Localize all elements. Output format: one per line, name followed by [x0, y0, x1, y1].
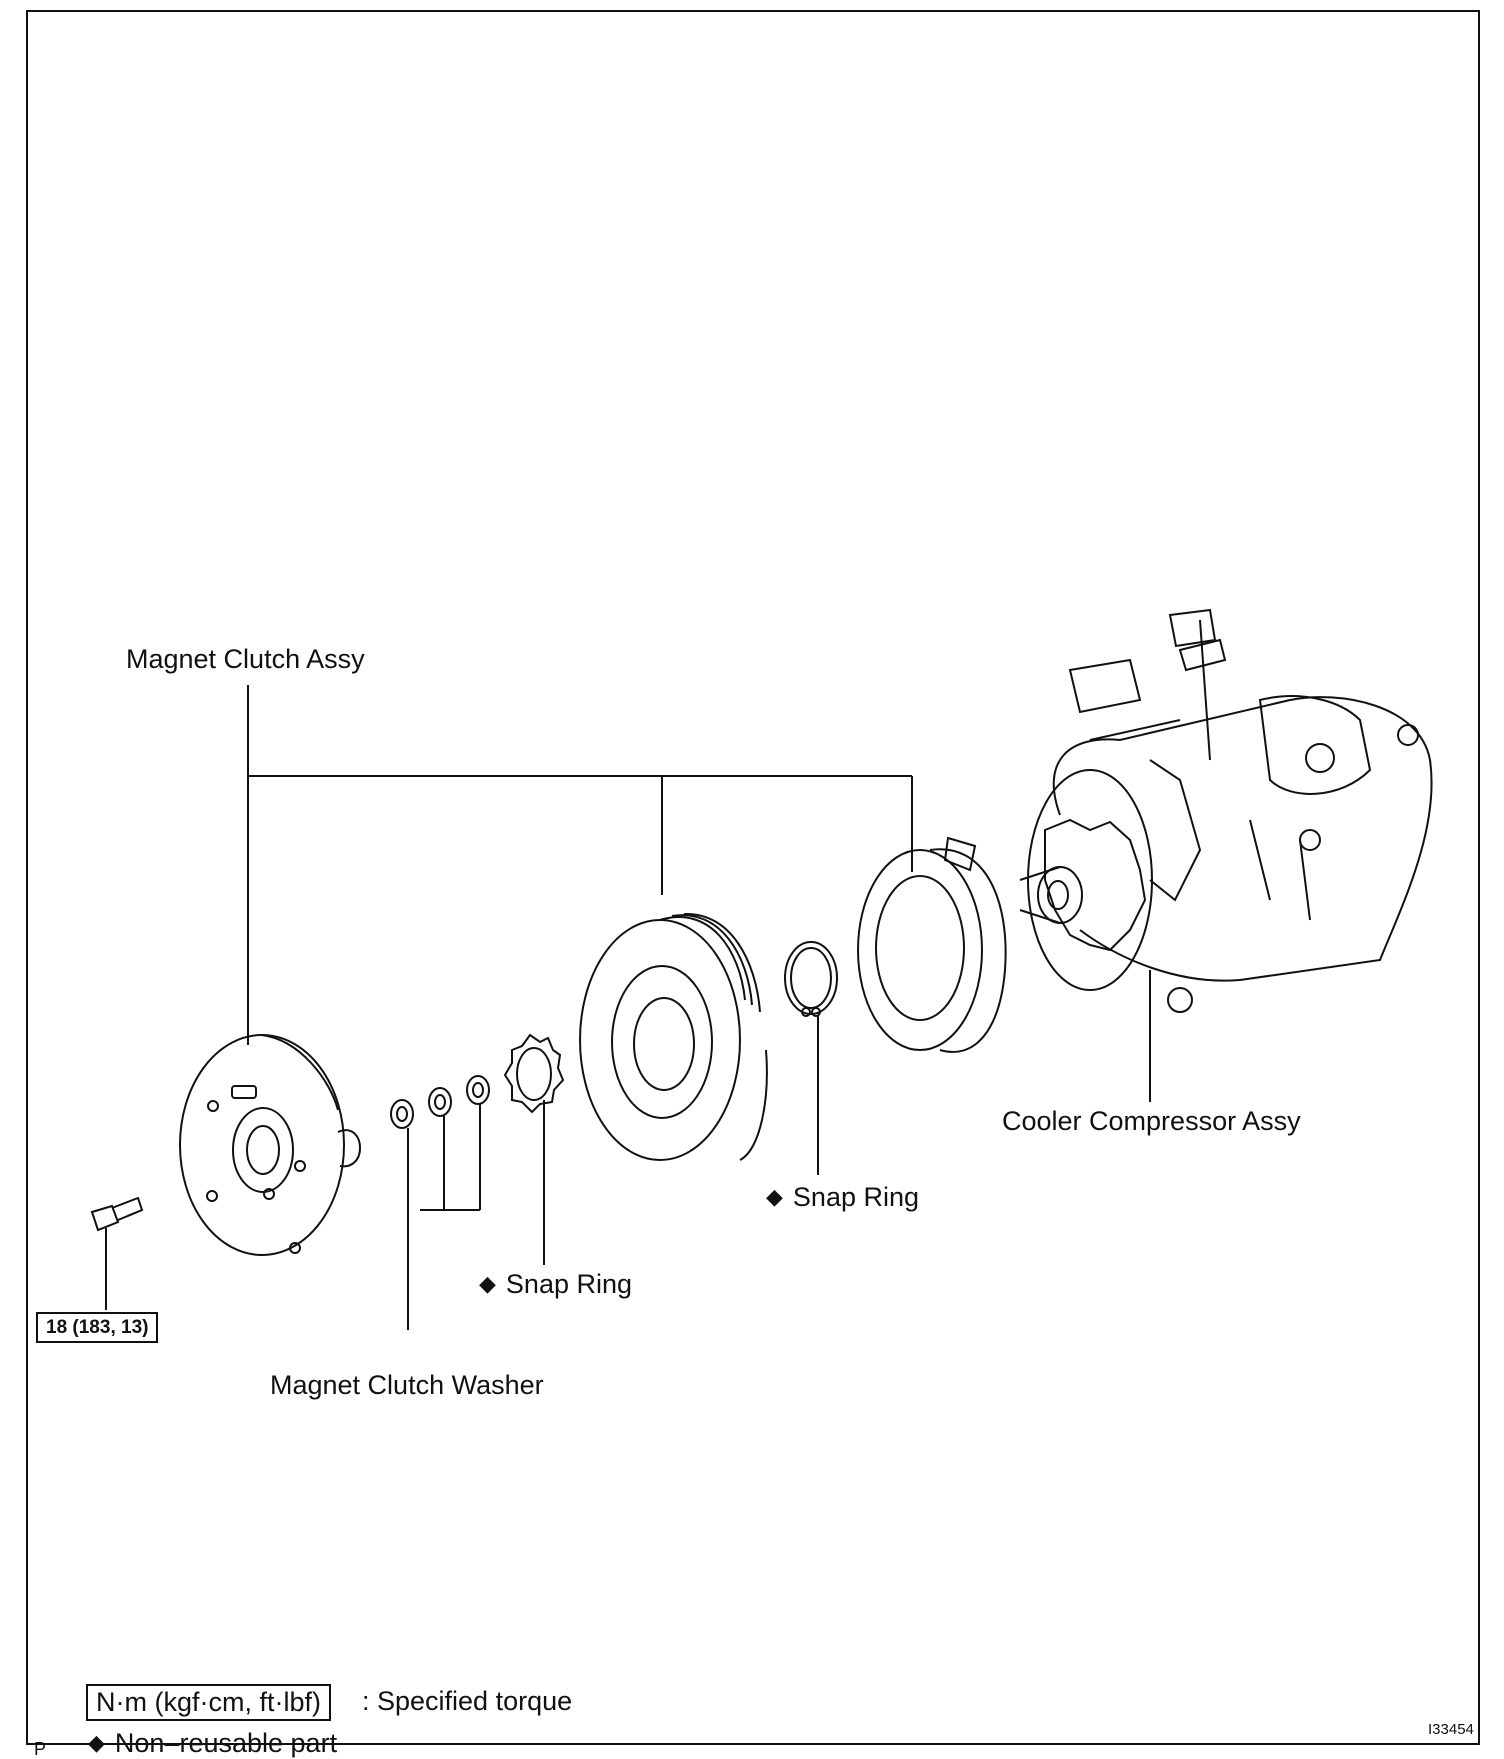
- legend-torque-unit-box: N·m (kgf·cm, ft·lbf): [86, 1684, 331, 1721]
- label-magnet-clutch-assy: Magnet Clutch Assy: [126, 644, 365, 674]
- corner-left-mark: P: [34, 1739, 47, 1759]
- figure-id: I33454: [1428, 1721, 1474, 1738]
- clutch-hub-plate: [179, 1034, 362, 1256]
- non-reusable-diamond-icon: ◆: [766, 1184, 783, 1209]
- legend-non-reusable: ◆ Non–reusable part: [88, 1730, 337, 1757]
- label-cooler-compressor-assy: Cooler Compressor Assy: [1002, 1106, 1301, 1136]
- legend-non-reusable-text: Non–reusable part: [114, 1728, 338, 1758]
- label-magnet-clutch-washer: Magnet Clutch Washer: [270, 1370, 544, 1400]
- stator-coil: [857, 836, 1007, 1053]
- diagram-frame: [26, 10, 1480, 1745]
- clutch-pulley: [579, 912, 768, 1161]
- snap-ring-inner: [503, 1033, 565, 1265]
- legend-torque-text: : Specified torque: [362, 1686, 573, 1716]
- magnet-clutch-washers: [390, 1075, 490, 1330]
- snap-ring-outer-text: Snap Ring: [792, 1182, 920, 1212]
- snap-ring-outer: [784, 941, 838, 1175]
- clutch-bolt: [90, 1196, 144, 1310]
- cooler-compressor: [1019, 608, 1433, 1102]
- leader-magnet-clutch-assy: [247, 685, 913, 1045]
- torque-value-box: 18 (183, 13): [36, 1312, 159, 1343]
- label-snap-ring-outer: ◆ Snap Ring: [766, 1184, 919, 1211]
- snap-ring-inner-text: Snap Ring: [505, 1269, 633, 1299]
- non-reusable-diamond-icon: ◆: [479, 1271, 496, 1296]
- label-snap-ring-inner: ◆ Snap Ring: [479, 1271, 632, 1298]
- non-reusable-diamond-icon: ◆: [88, 1730, 105, 1755]
